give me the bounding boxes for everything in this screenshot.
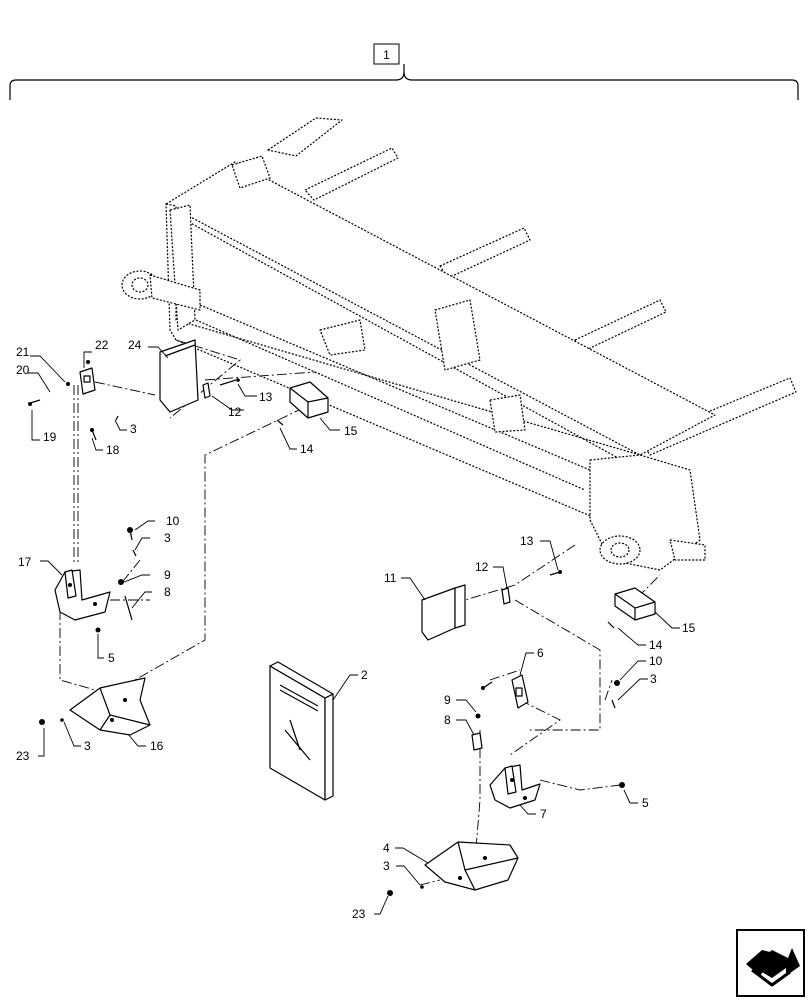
callout-3: 3: [383, 859, 390, 873]
callout-9: 9: [164, 568, 171, 582]
callout-23: 23: [352, 907, 366, 921]
callout-17: 17: [18, 555, 32, 569]
callout-11: 11: [384, 571, 397, 585]
part-12-clip: [202, 378, 240, 399]
part-12-clip-right: [501, 570, 562, 605]
leader-lines: [28, 346, 680, 915]
part-7-latch-plate: [489, 764, 541, 809]
callout-9: 9: [444, 693, 451, 707]
callout-3: 3: [84, 739, 91, 753]
callout-18: 18: [106, 443, 120, 457]
callout-10: 10: [166, 514, 180, 528]
callout-14: 14: [300, 442, 314, 456]
callout-22: 22: [95, 338, 109, 352]
main-frame-phantom: [121, 117, 797, 571]
callout-14: 14: [649, 638, 663, 652]
part-17-latch-plate: [54, 527, 137, 633]
callout-15: 15: [682, 621, 696, 635]
callout-21: 21: [16, 345, 30, 359]
callout-5: 5: [108, 651, 115, 665]
callout-19: 19: [43, 430, 57, 444]
callout-13: 13: [520, 534, 534, 548]
assembly-number: 1: [383, 48, 390, 62]
callout-20: 20: [16, 363, 30, 377]
callout-12: 12: [228, 405, 242, 419]
assembly-bracket: 1: [9, 43, 799, 100]
callout-3: 3: [164, 531, 171, 545]
connection-lines: [59, 339, 661, 886]
part-2-operator-manual: [269, 661, 334, 801]
part-15-sensor-block: [276, 381, 329, 426]
callout-23: 23: [16, 749, 30, 763]
callout-12: 12: [475, 560, 489, 574]
assembly-number-box: [373, 43, 400, 65]
part-16-skid-shoe: [39, 677, 151, 736]
callout-10: 10: [649, 654, 663, 668]
callout-5: 5: [642, 796, 649, 810]
callout-4: 4: [383, 841, 390, 855]
part-11-shield-panel: [421, 584, 466, 641]
callout-24: 24: [128, 338, 142, 352]
part-22-bracket: [66, 360, 96, 395]
part-6-bracket: [481, 674, 529, 709]
fasteners-left-upper: [28, 399, 119, 441]
callout-16: 16: [150, 739, 164, 753]
callout-3: 3: [650, 672, 657, 686]
fasteners-right: [471, 680, 625, 788]
part-4-skid-shoe: [387, 841, 519, 896]
callout-7: 7: [540, 807, 547, 821]
callout-6: 6: [537, 646, 544, 660]
callout-8: 8: [164, 585, 171, 599]
part-24-guard-panel: [159, 339, 199, 413]
callout-13: 13: [259, 390, 273, 404]
part-15-sensor-block-right: [607, 587, 656, 629]
callout-15: 15: [344, 424, 358, 438]
next-page-arrow-icon[interactable]: [736, 929, 805, 997]
callout-8: 8: [444, 713, 451, 727]
callout-3: 3: [130, 422, 137, 436]
callout-labels: 21 22 24 20 13 12 19 3 15 18 14 10 3 17 …: [16, 338, 696, 921]
callout-2: 2: [361, 668, 368, 682]
